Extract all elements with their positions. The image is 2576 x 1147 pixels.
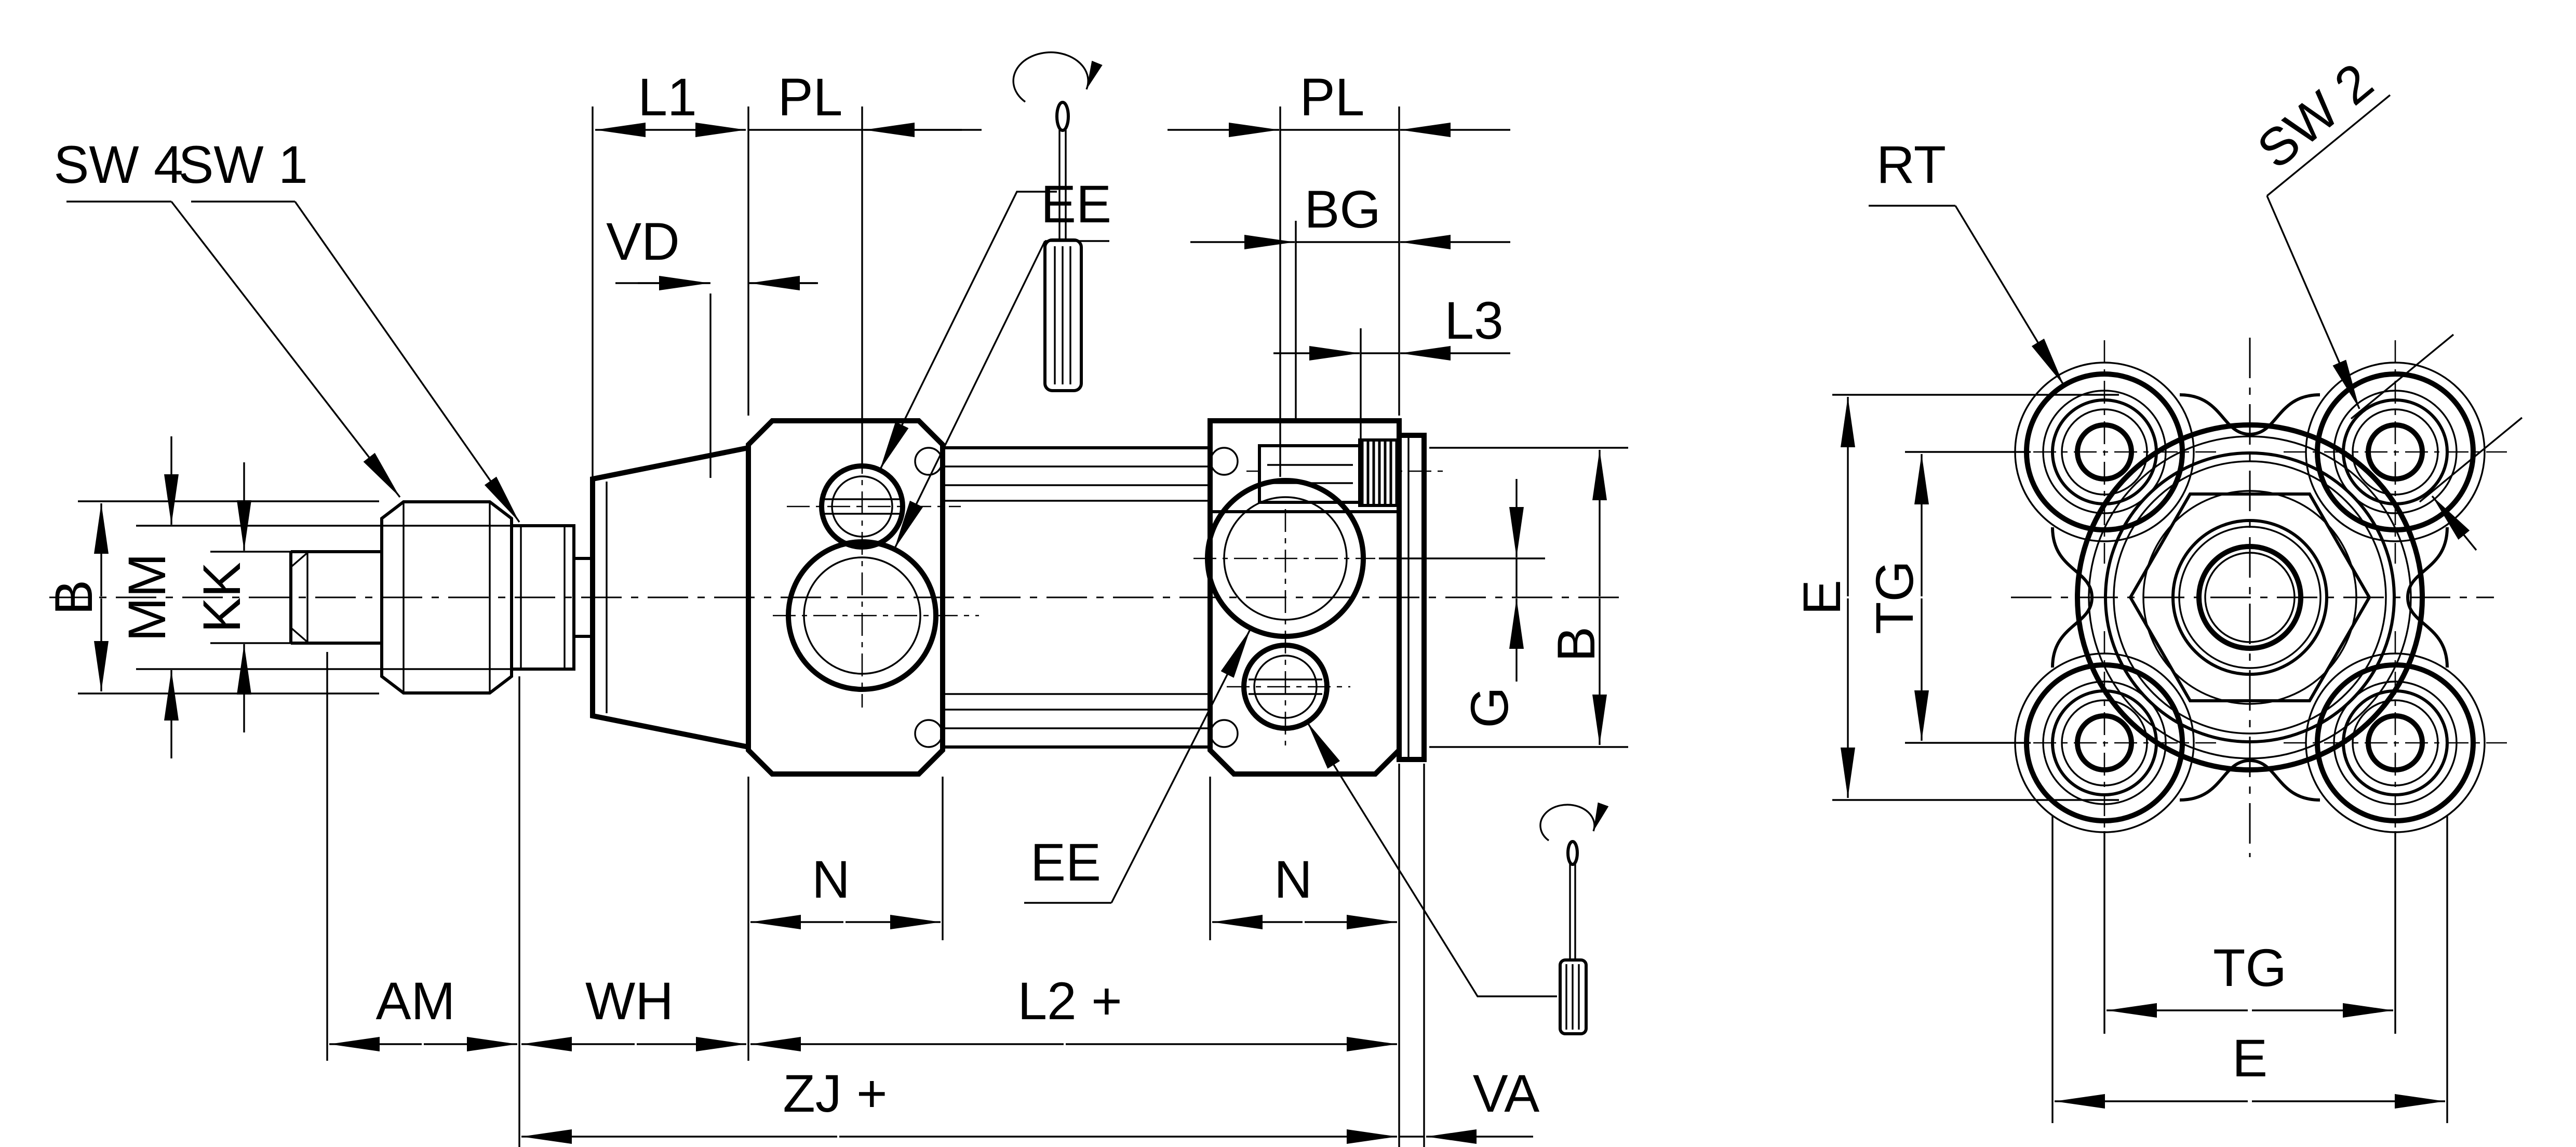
screwdriver-bottom — [1306, 722, 1609, 1035]
dim-label-E-left: E — [1792, 580, 1852, 615]
label-RT: RT — [1876, 135, 1946, 194]
end-dimensions: E TG TG E RT SW 2 — [1792, 52, 2523, 1123]
dim-label-ZJ: ZJ + — [783, 1064, 887, 1123]
screwdriver-icon — [1043, 238, 1083, 392]
side-view — [289, 418, 1427, 777]
sw2-flat-lines — [2350, 334, 2523, 503]
dim-label-VD: VD — [606, 212, 680, 271]
centerlines — [49, 338, 2507, 857]
dim-label-BG: BG — [1304, 180, 1380, 239]
dim-label-L2: L2 + — [1017, 971, 1122, 1031]
leader-SW1 — [294, 201, 520, 523]
screwdriver-tip — [1566, 840, 1579, 866]
leader-SW4 — [170, 201, 401, 498]
dim-label-TG-left: TG — [1865, 561, 1924, 634]
dim-label-E-bottom: E — [2232, 1029, 2268, 1088]
label-EE-bottom: EE — [1030, 833, 1101, 892]
center-bore — [2075, 422, 2425, 772]
leader-to-front-cushion-screw — [879, 191, 1057, 471]
rear-cushion-screw — [1241, 643, 1330, 731]
dim-label-L3: L3 — [1444, 291, 1503, 350]
dim-label-KK: KK — [192, 562, 251, 633]
rod-hex — [2128, 492, 2371, 702]
side-callouts: SW 4 SW 1 EE EE — [53, 135, 1251, 904]
dim-label-TG-bottom: TG — [2213, 938, 2287, 997]
sw2-arrow-b — [2431, 495, 2477, 551]
side-dimensions: L1 PL VD PL BG L3 B MM KK — [44, 68, 1628, 1147]
cylinder-tube — [941, 446, 1212, 749]
cushion-adjust-screw — [1258, 444, 1361, 504]
leader-RT — [1954, 205, 2065, 386]
tie-rod-centerlines — [1993, 340, 2507, 855]
leader-EE-bottom — [1110, 629, 1251, 903]
dim-label-PL-left: PL — [778, 68, 843, 127]
label-SW1: SW 1 — [178, 135, 307, 194]
screwdriver-top — [879, 51, 1103, 471]
dim-label-N-right: N — [1274, 850, 1312, 909]
dim-label-L1: L1 — [638, 68, 696, 127]
dim-label-MM: MM — [117, 553, 177, 642]
rotation-arrow-icon — [1012, 51, 1103, 103]
rotation-arrow-icon — [1539, 802, 1609, 842]
knurled-screw-head — [1358, 438, 1400, 507]
leader-EE-top — [893, 241, 1046, 550]
dim-label-G: G — [1460, 687, 1519, 728]
rear-end-plate — [1397, 433, 1427, 762]
dim-label-WH: WH — [585, 971, 674, 1031]
leader-to-rear-cushion-screw — [1306, 722, 1557, 997]
end-body — [2051, 393, 2449, 802]
rear-port-EE — [1205, 478, 1366, 639]
sw2-arrow-a — [2266, 195, 2360, 409]
dim-label-B-left: B — [44, 580, 103, 615]
dim-label-PL-right: PL — [1300, 68, 1365, 127]
dim-label-N-left: N — [812, 850, 850, 909]
piston-rod-thread — [289, 550, 382, 645]
rod-hex-nut — [380, 500, 513, 695]
sw2-underline — [2266, 94, 2391, 197]
dim-label-AM: AM — [376, 971, 455, 1031]
label-SW4: SW 4 — [53, 135, 183, 194]
front-port-centerlines — [773, 451, 979, 708]
front-head — [746, 418, 945, 777]
screwdriver-icon — [1559, 958, 1588, 1035]
dim-label-B-right: B — [1547, 626, 1606, 662]
screwdriver-tip — [1055, 101, 1070, 132]
label-EE-top: EE — [1041, 175, 1111, 234]
dim-label-VA: VA — [1473, 1064, 1540, 1123]
front-port-EE — [786, 539, 938, 692]
